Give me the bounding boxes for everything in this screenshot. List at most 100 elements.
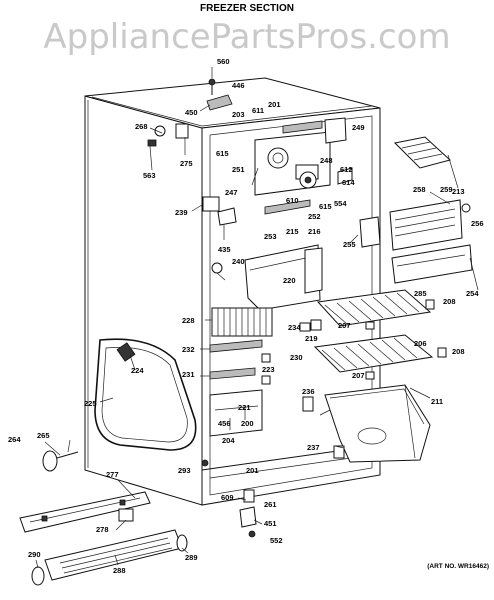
leveling-leg [42, 450, 79, 472]
callout-275: 275 [180, 159, 193, 168]
hinge-261 [239, 506, 257, 528]
callout-232: 232 [182, 345, 195, 354]
callout-206: 206 [414, 339, 427, 348]
callout-554: 554 [334, 199, 347, 208]
channel [264, 199, 311, 215]
callout-451: 451 [264, 519, 277, 528]
fitting-256 [461, 203, 471, 213]
evaporator-coil [211, 307, 273, 337]
callout-219: 219 [305, 334, 318, 343]
callout-228: 228 [182, 316, 195, 325]
clip-219 [310, 319, 322, 331]
callout-213: 213 [452, 187, 465, 196]
ice-bin [324, 384, 431, 463]
callout-215: 215 [286, 227, 299, 236]
callout-234: 234 [288, 323, 301, 332]
callout-labels: 560 446 450 203 611 201 268 249 615 251 … [8, 57, 484, 575]
callout-446: 446 [232, 81, 245, 90]
bracket [209, 389, 263, 437]
callout-563: 563 [143, 171, 156, 180]
callout-290: 290 [28, 550, 41, 559]
callout-216: 216 [308, 227, 321, 236]
bracket-450 [206, 94, 233, 111]
bulb-240 [211, 262, 223, 274]
thermostat-knob [147, 123, 189, 147]
toe-grille [44, 529, 183, 581]
clip-208 [425, 299, 447, 358]
callout-207-a: 207 [338, 321, 351, 330]
callout-278: 278 [96, 525, 109, 534]
callout-277: 277 [106, 470, 119, 479]
callout-249: 249 [352, 123, 365, 132]
kick-plate [19, 491, 151, 533]
callout-220: 220 [283, 276, 296, 285]
callout-258: 258 [413, 185, 426, 194]
callout-221: 221 [238, 403, 251, 412]
callout-203: 203 [232, 110, 245, 119]
callout-231: 231 [182, 370, 195, 379]
callout-265: 265 [37, 431, 50, 440]
callout-208-a: 208 [443, 297, 456, 306]
callout-256: 256 [471, 219, 484, 228]
callout-251: 251 [232, 165, 245, 174]
callout-240: 240 [232, 257, 245, 266]
callout-264: 264 [8, 435, 21, 444]
callout-615-b: 615 [319, 202, 332, 211]
screw-552 [248, 530, 256, 538]
callout-612: 612 [340, 165, 353, 174]
clip-234 [299, 322, 311, 332]
callout-247: 247 [225, 188, 238, 197]
clip-237 [333, 445, 345, 459]
door-stop-609 [243, 489, 255, 503]
callout-201-bottom: 201 [246, 466, 259, 475]
bracket-236 [302, 396, 314, 412]
callout-230: 230 [290, 353, 303, 362]
callout-610: 610 [286, 196, 299, 205]
hinge-239 [202, 196, 220, 212]
callout-615-a: 615 [216, 149, 229, 158]
leader-lines [35, 67, 479, 569]
callout-611: 611 [252, 106, 264, 115]
wire-shelf-lower [313, 334, 434, 373]
callout-237: 237 [307, 443, 320, 452]
callout-204: 204 [222, 436, 235, 445]
callout-609: 609 [221, 493, 234, 502]
callout-255: 255 [343, 240, 356, 249]
evaporator-cover [244, 244, 321, 311]
callout-207-b: 207 [352, 371, 365, 380]
clip-223 [261, 375, 271, 385]
diagram-title: FREEZER SECTION [200, 3, 294, 14]
callout-614: 614 [342, 178, 355, 187]
callout-435: 435 [218, 245, 231, 254]
cover-255 [359, 216, 381, 248]
clip-230 [261, 353, 271, 363]
callout-289: 289 [185, 553, 198, 562]
callout-450: 450 [185, 108, 198, 117]
callout-259: 259 [440, 185, 453, 194]
callout-552: 552 [270, 536, 283, 545]
callout-261: 261 [264, 500, 277, 509]
roller-right [176, 534, 188, 552]
shelf-rail [209, 367, 256, 380]
roller [31, 566, 45, 586]
ice-maker-bucket [389, 199, 473, 284]
callout-560: 560 [217, 57, 230, 66]
callout-225: 225 [84, 399, 97, 408]
art-number: (ART NO. WR16462) [427, 563, 489, 570]
callout-285: 285 [414, 289, 427, 298]
callout-293: 293 [178, 466, 191, 475]
callout-208-b: 208 [452, 347, 465, 356]
callout-248: 248 [320, 156, 333, 165]
callout-200: 200 [241, 419, 254, 428]
air-duct [304, 247, 323, 294]
light-socket-612 [337, 167, 353, 185]
clip-435 [217, 207, 237, 226]
watermark: AppliancePartsPros.com [43, 17, 450, 57]
callout-268: 268 [135, 122, 148, 131]
callout-253: 253 [264, 232, 277, 241]
callout-236: 236 [302, 387, 315, 396]
callout-254: 254 [466, 289, 479, 298]
callout-239: 239 [175, 208, 188, 217]
screw-top [208, 78, 216, 95]
callout-288: 288 [113, 566, 126, 575]
